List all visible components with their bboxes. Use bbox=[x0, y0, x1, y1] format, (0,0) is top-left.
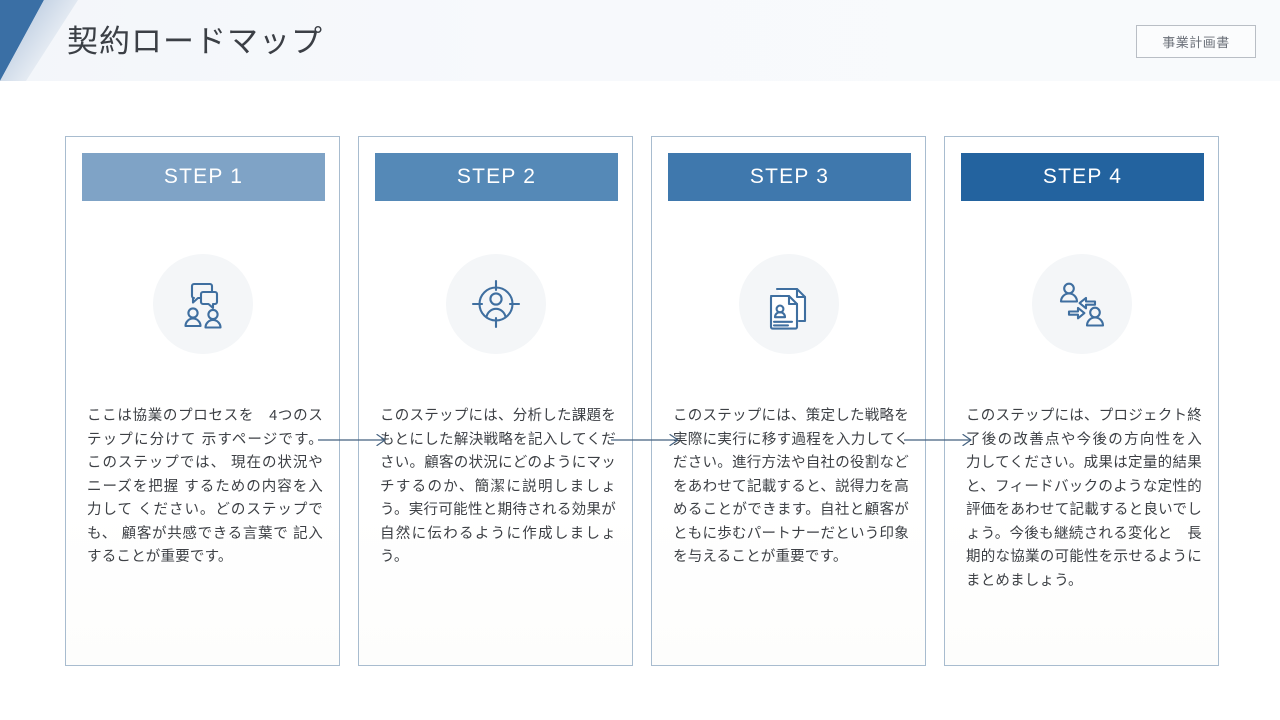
arrow-step3-to-step4 bbox=[904, 434, 976, 446]
step-icon-circle-2 bbox=[446, 254, 546, 354]
step-banner-3: STEP 3 bbox=[668, 153, 911, 201]
page-header: 契約ロードマップ 事業計画書 bbox=[0, 0, 1280, 81]
step-icon-circle-4 bbox=[1032, 254, 1132, 354]
people-discussion-icon bbox=[175, 276, 231, 332]
people-exchange-icon bbox=[1054, 276, 1110, 332]
step-card-4[interactable]: STEP 4 このステップには、プロジェクト終了後の改善点や今後の方向性を入 力… bbox=[944, 136, 1219, 666]
step-banner-label-2: STEP 2 bbox=[456, 165, 537, 188]
step-banner-2: STEP 2 bbox=[375, 153, 618, 201]
step-icon-circle-1 bbox=[153, 254, 253, 354]
step-banner-1: STEP 1 bbox=[82, 153, 325, 201]
arrow-step2-to-step3 bbox=[611, 434, 683, 446]
document-type-badge: 事業計画書 bbox=[1136, 25, 1256, 58]
step-banner-4: STEP 4 bbox=[961, 153, 1204, 201]
profile-documents-icon bbox=[761, 276, 817, 332]
step-card-1[interactable]: STEP 1 ここは協業のプロセスを 4つのステップに分けて 示すページです。 … bbox=[65, 136, 340, 666]
step-card-2[interactable]: STEP 2 このステップには、分析した課題をもとにした解決戦略を記入してくださ… bbox=[358, 136, 633, 666]
step-body-3: このステップには、策定した戦略を実際に実行に移す過程を入力してください。進行方法… bbox=[673, 408, 909, 565]
steps-container: STEP 1 ここは協業のプロセスを 4つのステップに分けて 示すページです。 … bbox=[0, 136, 1280, 666]
arrow-step1-to-step2 bbox=[318, 434, 390, 446]
step-body-2: このステップには、分析した課題をもとにした解決戦略を記入してください。顧客の状況… bbox=[380, 408, 616, 565]
person-target-icon bbox=[468, 276, 524, 332]
step-body-1: ここは協業のプロセスを 4つのステップに分けて 示すページです。 このステップで… bbox=[87, 408, 328, 565]
step-banner-label-3: STEP 3 bbox=[749, 165, 830, 188]
step-body-4: このステップには、プロジェクト終了後の改善点や今後の方向性を入 力してください。… bbox=[966, 408, 1217, 589]
document-type-badge-label: 事業計画書 bbox=[1162, 35, 1230, 50]
page-title: 契約ロードマップ bbox=[67, 24, 323, 59]
step-card-3[interactable]: STEP 3 このステップには、策定した戦略を実際に実行に移す過程を入力してくだ… bbox=[651, 136, 926, 666]
step-banner-label-4: STEP 4 bbox=[1042, 165, 1123, 188]
step-icon-circle-3 bbox=[739, 254, 839, 354]
step-banner-label-1: STEP 1 bbox=[163, 165, 244, 188]
